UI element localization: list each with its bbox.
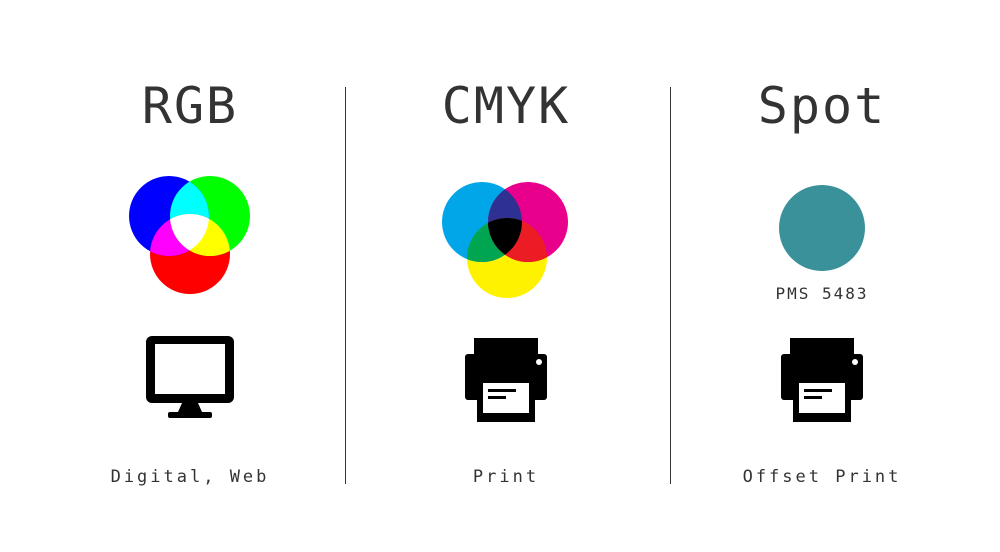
spot-swatch xyxy=(662,183,982,273)
spot-column: Spot PMS 5483 Offset Print xyxy=(662,0,982,552)
spot-color-circle xyxy=(779,185,865,271)
monitor-icon xyxy=(146,336,234,418)
cmyk-column: CMYK xyxy=(346,0,666,552)
rgb-title: RGB xyxy=(141,77,239,135)
column-divider xyxy=(670,87,671,484)
cmyk-title: CMYK xyxy=(441,77,571,135)
printer-figure xyxy=(662,334,982,422)
spot-caption: Offset Print xyxy=(742,467,902,487)
rgb-caption: Digital, Web xyxy=(110,467,270,487)
rgb-venn-diagram xyxy=(30,172,350,296)
monitor-figure xyxy=(30,334,350,420)
printer-icon xyxy=(465,338,547,422)
spot-title: Spot xyxy=(757,77,887,135)
rgb-white-center xyxy=(170,214,209,256)
cmyk-venn-diagram xyxy=(346,172,666,300)
column-divider xyxy=(345,87,346,484)
spot-swatch-label: PMS 5483 xyxy=(775,284,869,303)
rgb-column: RGB Digital, xyxy=(30,0,350,552)
printer-icon xyxy=(781,338,863,422)
cmyk-caption: Print xyxy=(472,467,540,487)
printer-figure xyxy=(346,334,666,422)
